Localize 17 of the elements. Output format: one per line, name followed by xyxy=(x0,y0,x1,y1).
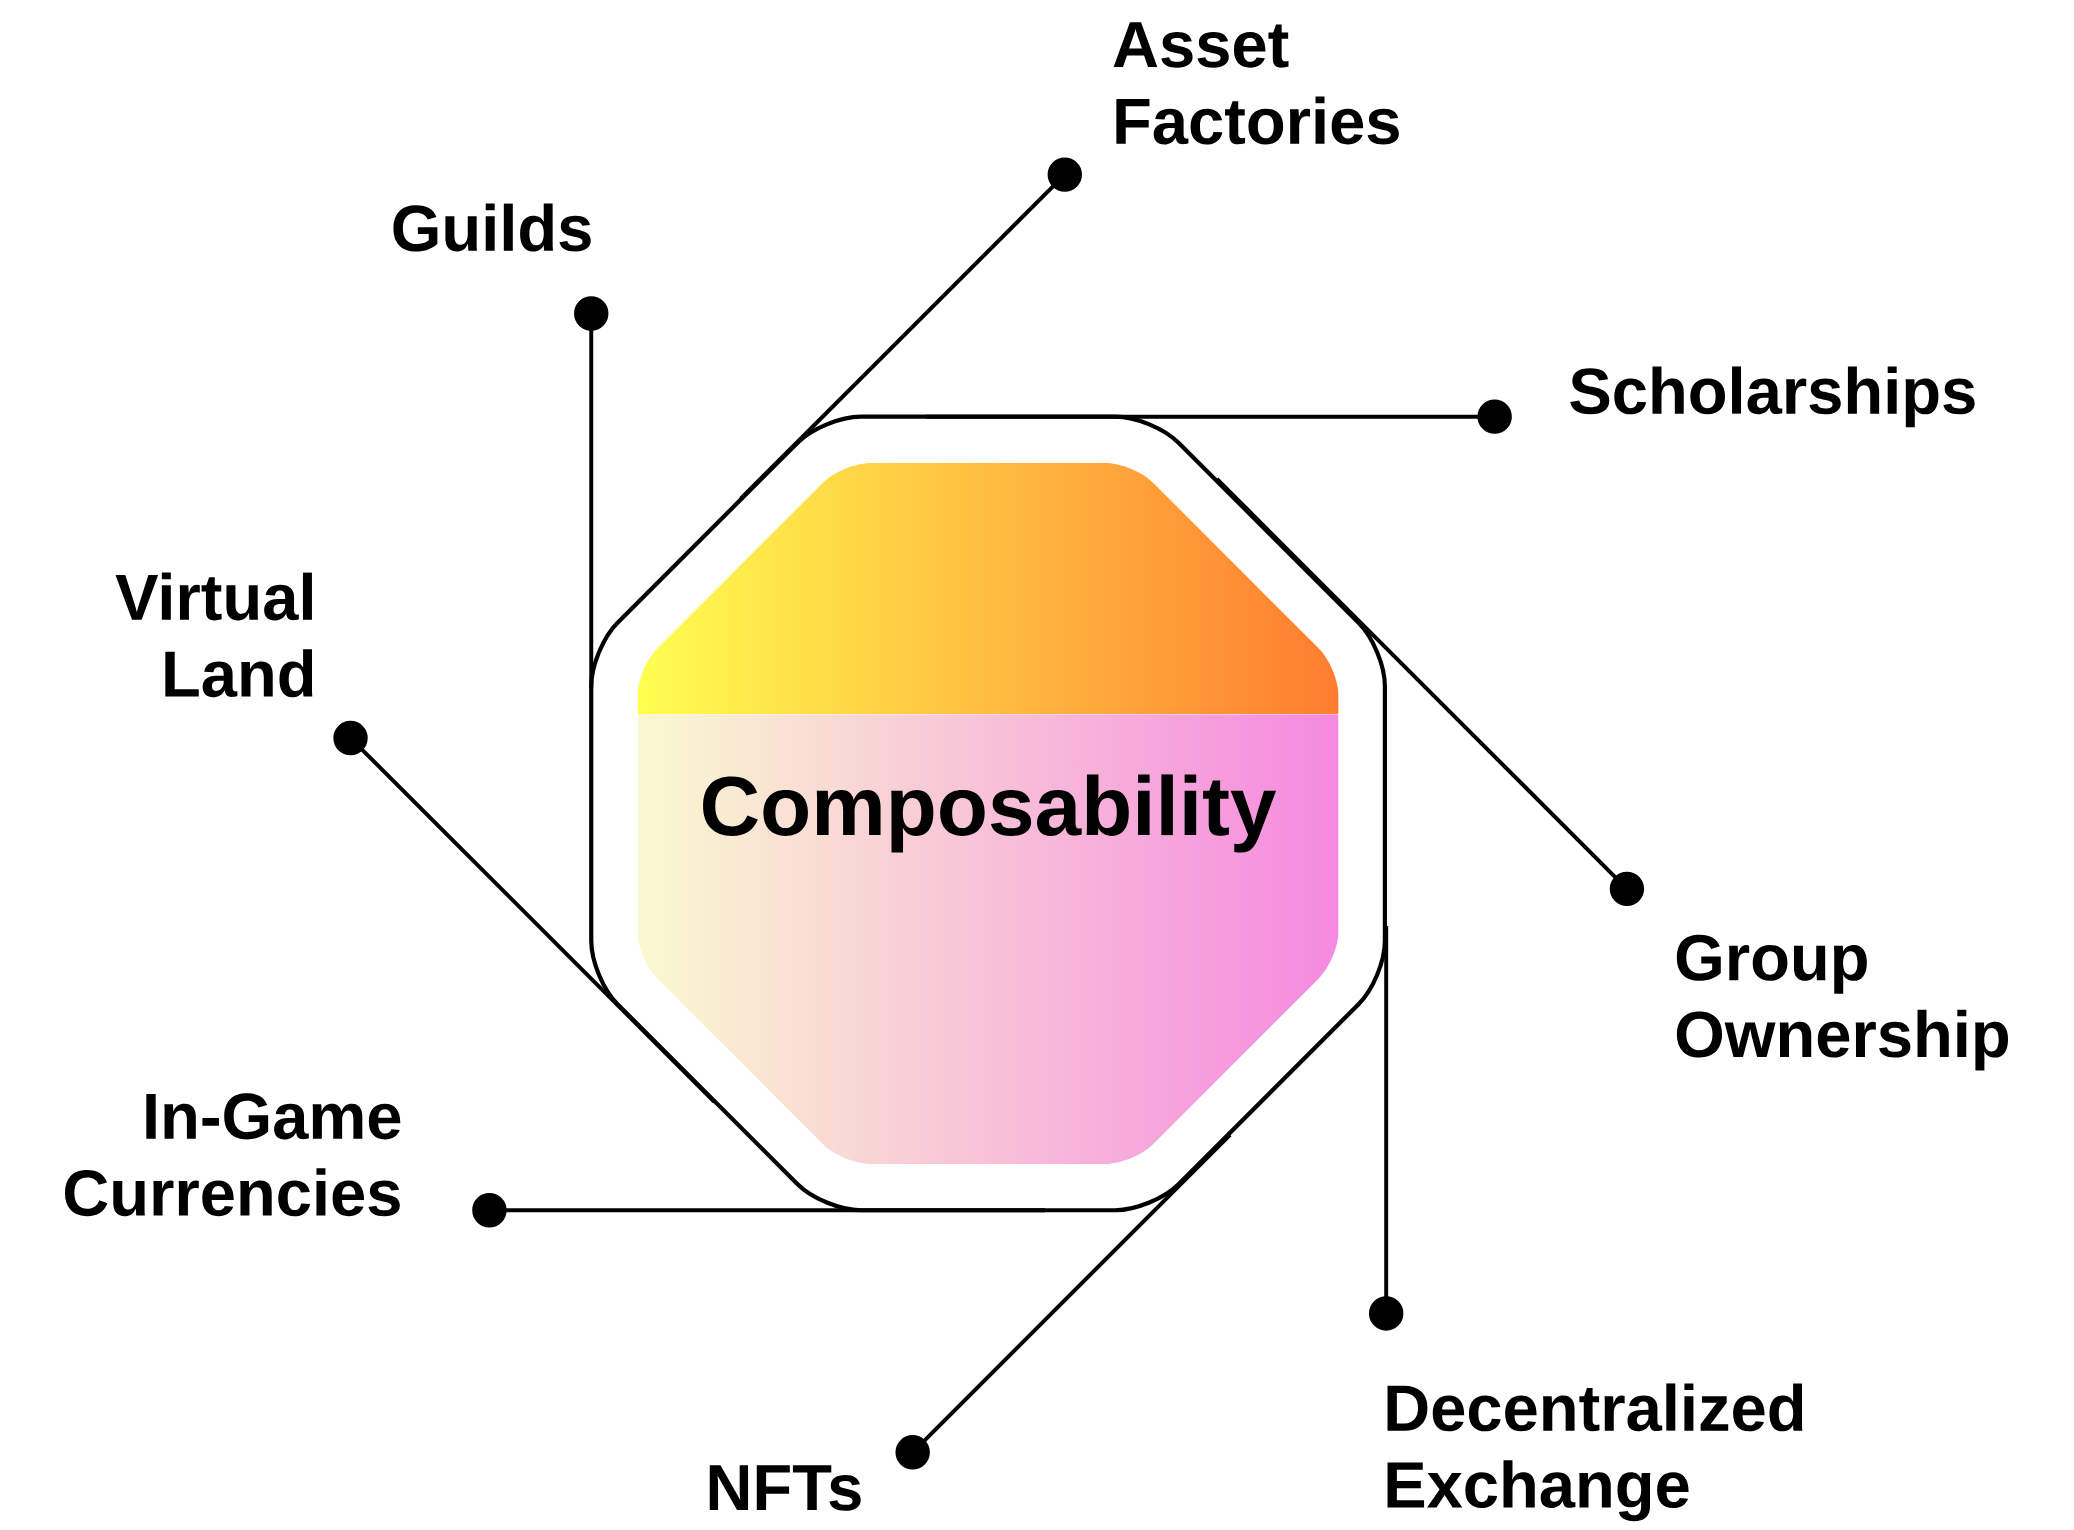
item-label: Group Ownership xyxy=(1676,934,2009,1071)
item-label: NFTs xyxy=(709,1465,861,1511)
item-label: Virtual Land xyxy=(115,572,313,698)
connector-line xyxy=(574,296,609,688)
octagon-node: Composability xyxy=(589,414,1387,1213)
connector-line xyxy=(1369,925,1404,1331)
connector-line xyxy=(472,1192,1045,1228)
item-label: Scholarships xyxy=(1570,366,1975,427)
item-label: Decentralized Exchange xyxy=(1387,1383,1803,1521)
item-label: Guilds xyxy=(393,203,591,252)
connector-line xyxy=(895,1133,1232,1470)
connector-line xyxy=(739,157,1082,500)
item-label: In-Game Currencies xyxy=(64,1093,401,1216)
connector-line xyxy=(1215,477,1645,906)
connector-line xyxy=(925,399,1512,434)
connector-line xyxy=(333,720,716,1104)
item-label: Asset Factories xyxy=(1113,22,1399,145)
